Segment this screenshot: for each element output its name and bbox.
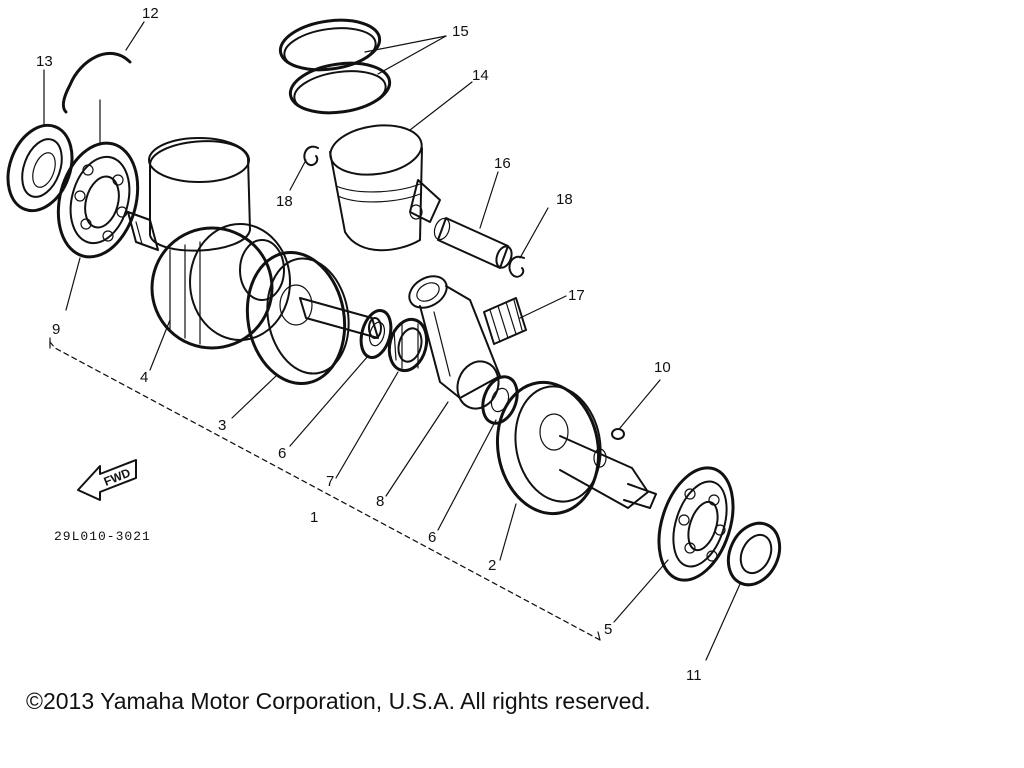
callout-6a: 6 [278,445,286,462]
callout-13: 13 [36,53,53,70]
callout-10: 10 [654,359,671,376]
callout-5: 5 [604,621,612,638]
bearing-left [56,141,140,259]
callout-2: 2 [488,557,496,574]
left-shaft [127,211,159,251]
callout-4: 4 [140,369,148,386]
part-code: 29L010-3021 [54,529,151,544]
circlip-left [303,145,319,166]
oil-seal-left [6,123,74,213]
crank-wheel-left [148,137,291,350]
callout-11: 11 [686,667,702,684]
crank-wheel-middle [245,250,350,386]
piston [329,124,441,252]
connecting-rod [408,275,501,410]
callout-16: 16 [494,155,511,172]
callout-15: 15 [452,23,469,40]
assembly-bracket [49,337,601,641]
callout-9: 9 [52,321,60,338]
circlip-right [508,255,525,278]
fwd-direction-arrow: FWD [77,459,137,501]
wire-ring [61,51,132,114]
piston-rings [278,18,392,115]
copyright-notice: ©2013 Yamaha Motor Corporation, U.S.A. A… [26,688,651,714]
callout-14: 14 [472,67,489,84]
crank-wheel-right [495,380,657,516]
callout-6b: 6 [428,529,436,546]
big-end-bearing [387,317,429,373]
bearing-right [657,466,735,582]
callout-18a: 18 [276,193,293,210]
callout-12: 12 [142,5,159,22]
thrust-washer-upper [359,309,393,359]
piston-pin [433,217,513,269]
callout-numbers: 1 2 3 4 5 6 6 7 8 9 10 11 12 13 14 15 16… [36,5,702,684]
callout-3: 3 [218,417,226,434]
leader-lines [43,21,741,661]
oil-seal-right [726,521,782,587]
callout-8: 8 [376,493,384,510]
crank-pin [299,297,382,339]
small-end-bearing [483,297,527,345]
callout-1: 1 [310,509,318,526]
callout-18b: 18 [556,191,573,208]
callout-7: 7 [326,473,334,490]
woodruff-key [611,428,625,440]
callout-17: 17 [568,287,585,304]
